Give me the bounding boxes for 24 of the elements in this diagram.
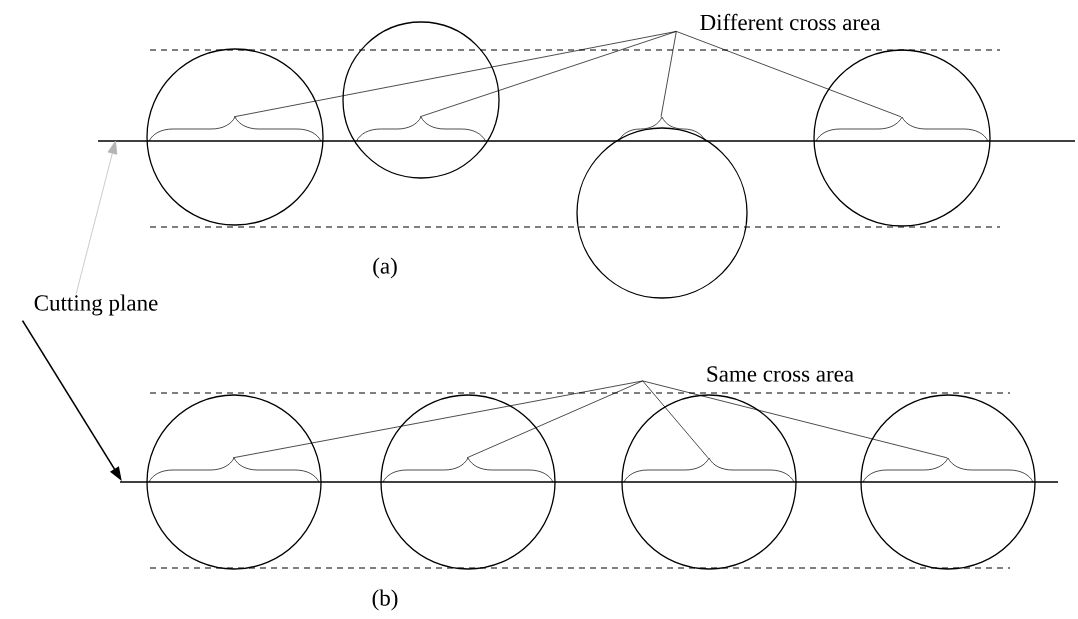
brace [148,457,320,483]
brace [356,116,486,142]
leader-line [660,31,677,118]
brace [815,116,989,142]
leader-line [232,380,644,459]
panel-label: (b) [372,589,398,611]
cutting-plane-line [119,481,1059,483]
brace [382,457,554,483]
panel-label: (a) [373,257,397,279]
cutting-plane-line [97,140,1076,142]
brace [862,457,1034,483]
arrow [75,140,118,295]
text-label: Same cross area [707,366,854,382]
leader-line [233,31,677,118]
text-label: Different cross area [700,13,881,31]
leader-line [642,380,709,459]
leader-line [676,31,902,118]
text-label: Cutting plane [34,294,158,316]
brace [623,457,795,483]
leader-line [466,380,644,459]
leader-line [642,380,948,459]
brace [148,116,322,142]
brace [618,116,706,142]
leader-line [419,31,677,118]
